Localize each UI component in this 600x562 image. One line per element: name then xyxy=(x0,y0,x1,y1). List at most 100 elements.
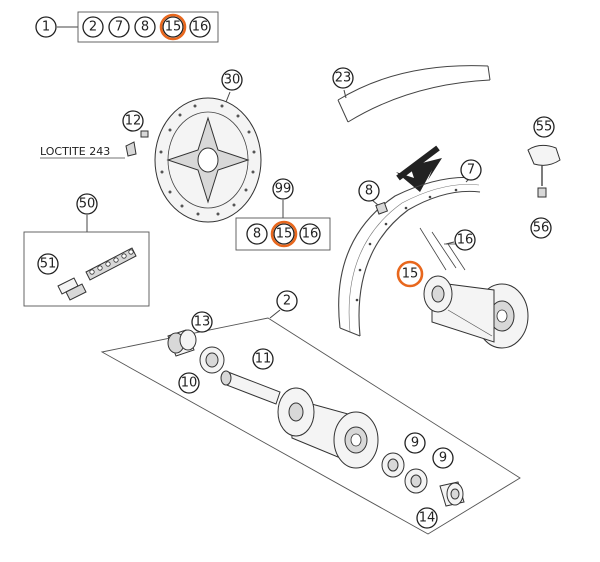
brake-disc-group: 30 xyxy=(154,69,262,223)
screw-12-group: 12 LOCTITE 243 xyxy=(40,110,149,159)
hub-exploded-group: 2 13 10 11 xyxy=(100,290,521,535)
kit-1-item-circle xyxy=(134,16,156,38)
hub-exploded-frame xyxy=(100,317,521,535)
callout-99: 99 xyxy=(275,182,292,197)
callout-30-leader xyxy=(225,91,231,103)
valve-cap-55 xyxy=(527,144,561,166)
rim-tape-inner xyxy=(347,79,491,123)
callout-11-circle xyxy=(252,348,274,370)
callout-9b: 9 xyxy=(439,451,447,466)
kit-50-group: 50 51 xyxy=(23,193,150,307)
callout-12: 12 xyxy=(125,114,142,129)
spoke xyxy=(447,243,466,271)
bearing-9b xyxy=(404,468,428,494)
callout-11: 11 xyxy=(255,352,272,367)
kit-1-item-circle xyxy=(82,16,104,38)
callout-14: 14 xyxy=(419,511,436,526)
kit-1-box xyxy=(77,11,219,43)
callout-30: 30 xyxy=(224,73,241,88)
kit-1-item-highlighted: 15 xyxy=(165,20,182,35)
callout-1-circle xyxy=(35,16,57,38)
callout-51-circle xyxy=(37,253,59,275)
kit-1-item: 7 xyxy=(115,20,123,35)
callout-16: 16 xyxy=(457,233,474,248)
kit-1-item: 16 xyxy=(192,20,209,35)
callout-14-circle xyxy=(416,507,438,529)
kit-99-item-circle xyxy=(273,223,295,245)
kit-99-item-circle xyxy=(246,223,268,245)
direction-arrow-shaft xyxy=(396,145,440,181)
callout-10-circle xyxy=(178,372,200,394)
bearing-9a xyxy=(381,452,405,478)
callout-55: 55 xyxy=(536,120,553,135)
callout-13: 13 xyxy=(194,315,211,330)
valve-group: 55 56 xyxy=(527,116,561,239)
callout-2: 2 xyxy=(283,294,291,309)
callout-56: 56 xyxy=(533,221,550,236)
kit-99-group: 99 8 15 16 xyxy=(235,178,331,251)
spoke xyxy=(431,231,457,269)
wheel-hub-2 xyxy=(277,387,379,469)
callout-23-circle xyxy=(332,67,354,89)
bearing-10 xyxy=(199,346,225,374)
kit-1-item-circle xyxy=(108,16,130,38)
spoke xyxy=(419,227,447,271)
callout-8: 8 xyxy=(365,184,373,199)
chain-link-51 xyxy=(57,277,87,301)
callout-2-circle xyxy=(276,290,298,312)
callout-16-leader xyxy=(445,241,455,245)
kit-1-item: 8 xyxy=(141,20,149,35)
callout-8-circle xyxy=(358,180,380,202)
brake-disc-center xyxy=(197,147,219,173)
callout-23-leader xyxy=(343,89,347,99)
callout-30-circle xyxy=(221,69,243,91)
callout-16-circle xyxy=(454,229,476,251)
kit-1-item-circle xyxy=(162,16,184,38)
highlight-ring xyxy=(159,13,187,41)
rim-tape-group: 23 xyxy=(332,65,491,123)
callout-9b-circle xyxy=(432,447,454,469)
chain-segment xyxy=(85,247,137,281)
kit-1-item-circle xyxy=(189,16,211,38)
loctite-label: LOCTITE 243 xyxy=(40,145,110,158)
callout-13-circle xyxy=(191,311,213,333)
kit-99-item: 16 xyxy=(302,227,319,242)
rim-outer xyxy=(338,176,479,329)
highlight-ring xyxy=(270,220,298,248)
callout-50-circle xyxy=(76,193,98,215)
highlight-ring xyxy=(396,260,424,288)
callout-12-circle xyxy=(122,110,144,132)
callout-55-circle xyxy=(533,116,555,138)
kit-50-box xyxy=(23,231,150,307)
callout-23: 23 xyxy=(335,71,352,86)
callout-1: 1 xyxy=(42,20,50,35)
rim-inner xyxy=(358,190,481,337)
valve-56 xyxy=(537,187,547,198)
callout-99-circle xyxy=(272,178,294,200)
spacer-13 xyxy=(167,329,197,357)
callout-15-highlighted: 15 xyxy=(402,267,419,282)
nipple-8 xyxy=(371,199,389,215)
screw-12-head xyxy=(140,130,149,138)
kit-99-item-circle xyxy=(299,223,321,245)
wheel-rim-group: 8 7 16 15 xyxy=(338,145,529,349)
callout-9a-circle xyxy=(404,432,426,454)
kit-99-item: 8 xyxy=(253,227,261,242)
kit-1-group: 1 2 7 8 15 16 xyxy=(35,11,219,43)
callout-7-circle xyxy=(460,159,482,181)
spacer-14 xyxy=(439,481,465,507)
callout-7: 7 xyxy=(467,163,475,178)
direction-arrow xyxy=(396,158,442,192)
callout-50: 50 xyxy=(79,197,96,212)
kit-99-box xyxy=(235,217,331,251)
kit-1-item: 2 xyxy=(89,20,97,35)
callout-56-circle xyxy=(530,217,552,239)
callout-10: 10 xyxy=(181,376,198,391)
callout-2-leader xyxy=(269,309,281,319)
wheel-hub-assembly xyxy=(423,275,529,349)
screw-12 xyxy=(125,141,137,157)
callout-51: 51 xyxy=(40,257,57,272)
rim-tape-outer xyxy=(337,65,489,101)
kit-99-item-highlighted: 15 xyxy=(276,227,293,242)
